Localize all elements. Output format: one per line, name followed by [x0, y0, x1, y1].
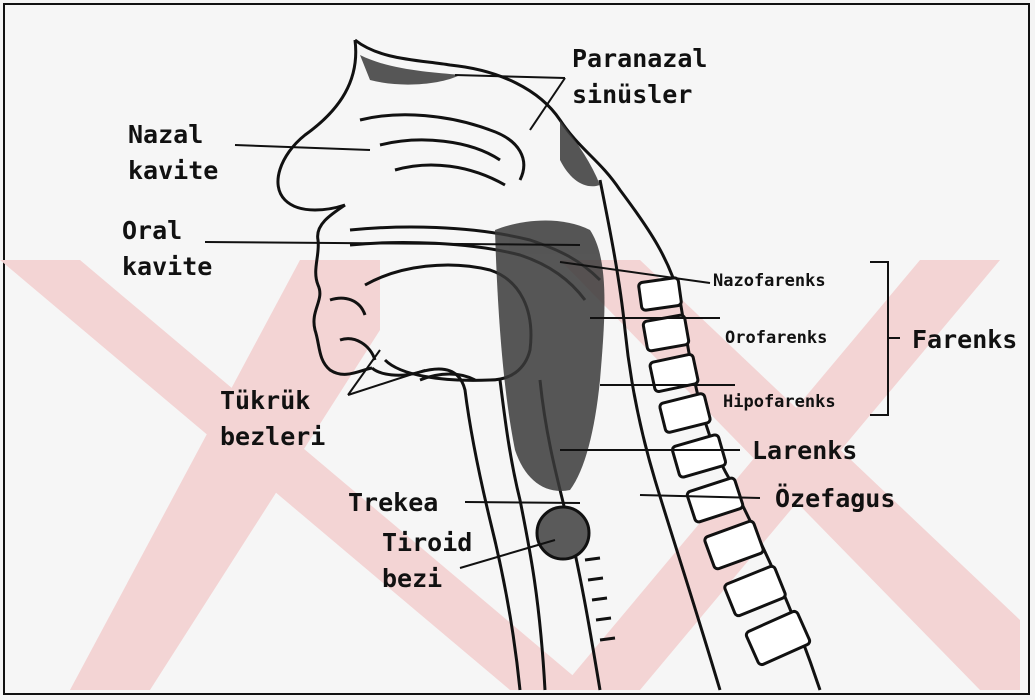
- label-tiroid-bezi: bezi: [382, 566, 442, 591]
- label-paranazal: Paranazal: [572, 46, 707, 71]
- label-tukruk: Tükrük: [220, 388, 310, 413]
- label-orofarenks: Orofarenks: [725, 330, 827, 347]
- label-trekea: Trekea: [348, 490, 438, 515]
- label-larenks: Larenks: [752, 438, 857, 463]
- label-farenks: Farenks: [912, 327, 1017, 352]
- label-tiroid: Tiroid: [382, 530, 472, 555]
- label-nazofarenks: Nazofarenks: [713, 273, 826, 290]
- label-sinusler: sinüsler: [572, 82, 692, 107]
- label-bezleri: bezleri: [220, 424, 325, 449]
- label-oral-kavite: kavite: [122, 254, 212, 279]
- label-ozefagus: Özefagus: [775, 486, 895, 511]
- thyroid-gland: [537, 507, 589, 559]
- label-oral: Oral: [122, 218, 182, 243]
- label-hipofarenks: Hipofarenks: [723, 394, 836, 411]
- label-nazal-kavite: kavite: [128, 158, 218, 183]
- label-nazal: Nazal: [128, 122, 203, 147]
